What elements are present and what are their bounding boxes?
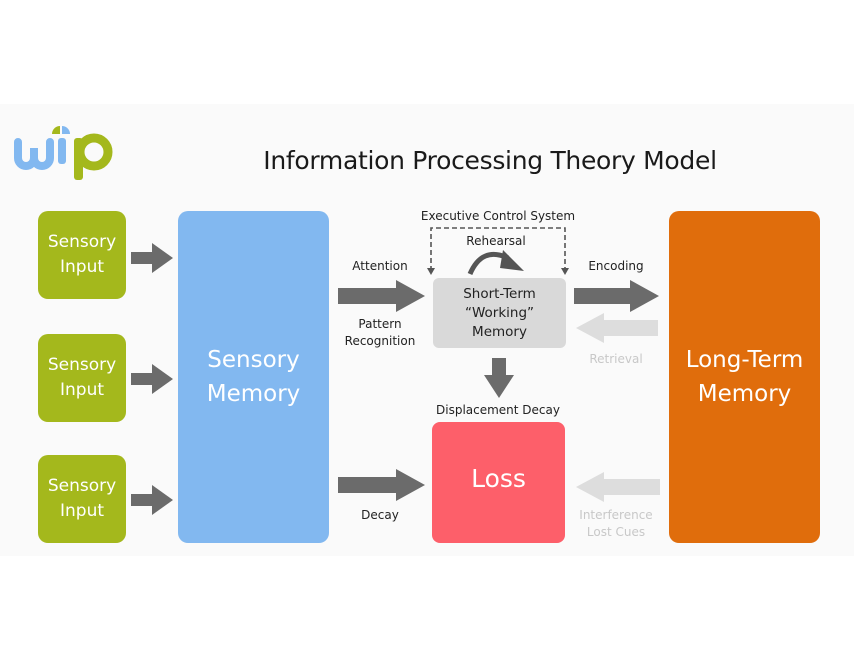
executive-arrowhead-icon (561, 268, 569, 275)
pattern-recognition-label: Pattern Recognition (344, 317, 416, 348)
decay-label: Decay (361, 508, 399, 522)
wip-logo-icon (14, 126, 113, 180)
input-arrow-icon (131, 364, 173, 394)
input-arrow-icon (131, 485, 173, 515)
decay-arrow-icon (338, 469, 425, 501)
encoding-label: Encoding (588, 259, 644, 273)
interference-arrow-icon (576, 472, 660, 502)
retrieval-arrow-icon (576, 313, 658, 343)
rehearsal-label: Rehearsal (466, 234, 526, 248)
sensory-memory-box: Sensory Memory (178, 211, 329, 543)
attention-arrow-icon (338, 280, 425, 312)
short-term-memory-box: Short-Term “Working” Memory (433, 278, 566, 348)
rehearsal-arrowhead-icon (500, 250, 524, 271)
page-title: Information Processing Theory Model (263, 146, 717, 175)
attention-label: Attention (352, 259, 408, 273)
sensory-input-box: Sensory Input (38, 211, 126, 299)
input-arrow-icon (131, 243, 173, 273)
loss-box: Loss (432, 422, 565, 543)
executive-control-label: Executive Control System (420, 209, 576, 223)
encoding-arrow-icon (574, 280, 659, 312)
displacement-decay-label: Displacement Decay (436, 403, 560, 417)
long-term-memory-box: Long-Term Memory (669, 211, 820, 543)
sensory-input-box: Sensory Input (38, 455, 126, 543)
sensory-input-box: Sensory Input (38, 334, 126, 422)
displacement-arrow-icon (484, 358, 514, 398)
interference-label: Interference Lost Cues (579, 508, 653, 539)
executive-arrowhead-icon (427, 268, 435, 275)
retrieval-label: Retrieval (589, 352, 643, 366)
